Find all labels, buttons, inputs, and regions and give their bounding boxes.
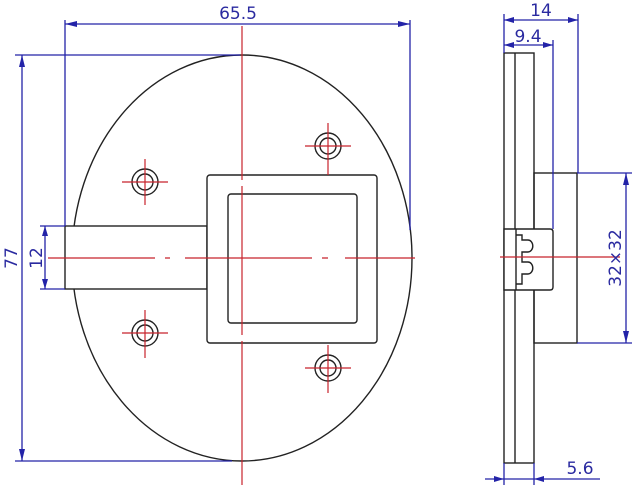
mounting-hole xyxy=(305,345,351,393)
mounting-hole xyxy=(122,310,168,358)
latch-profile xyxy=(503,228,554,291)
side-view xyxy=(500,52,620,464)
mounting-hole xyxy=(305,123,351,175)
bar-width-dimension-label: 12 xyxy=(27,247,47,269)
mounting-holes xyxy=(122,123,351,393)
front-dimensions: 65.5 77 12 xyxy=(2,4,411,462)
depth-total-label: 14 xyxy=(530,1,552,21)
depth-partial-label: 9.4 xyxy=(514,27,541,47)
mounting-hole xyxy=(122,159,168,205)
plate-thickness-label: 5.6 xyxy=(566,459,593,479)
front-view xyxy=(48,26,415,485)
outer-square-housing xyxy=(206,174,378,344)
boss-size-label: 32×32 xyxy=(606,229,626,287)
width-dimension-label: 65.5 xyxy=(219,4,257,24)
height-dimension-label: 77 xyxy=(2,247,22,269)
side-dimensions: 14 9.4 32×32 5.6 xyxy=(485,1,632,485)
